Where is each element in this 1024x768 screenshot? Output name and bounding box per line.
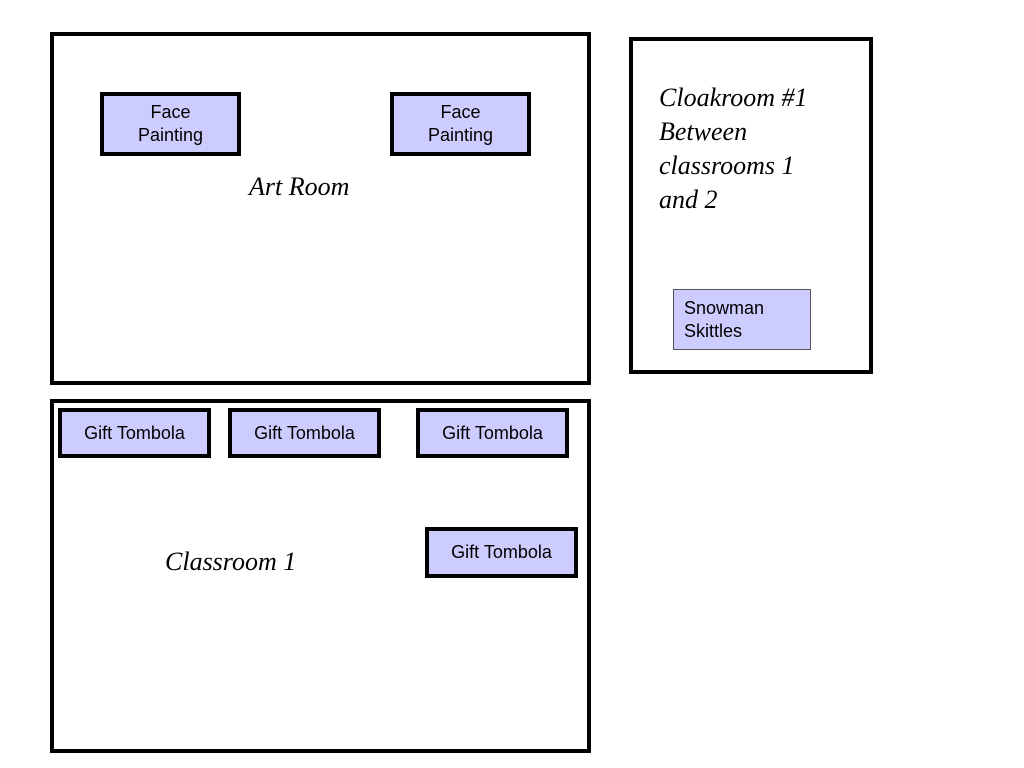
art-room-label: Art Room bbox=[249, 172, 350, 201]
gift-tombola-station-2: Gift Tombola bbox=[228, 408, 381, 458]
classroom-1-label: Classroom 1 bbox=[165, 547, 297, 576]
face-painting-station-1: Face Painting bbox=[100, 92, 241, 156]
art-room bbox=[50, 32, 591, 385]
face-painting-station-2: Face Painting bbox=[390, 92, 531, 156]
cloakroom-label: Cloakroom #1 Between classrooms 1 and 2 bbox=[659, 83, 808, 214]
gift-tombola-station-3: Gift Tombola bbox=[416, 408, 569, 458]
gift-tombola-station-1: Gift Tombola bbox=[58, 408, 211, 458]
gift-tombola-station-4: Gift Tombola bbox=[425, 527, 578, 578]
snowman-skittles-station: Snowman Skittles bbox=[673, 289, 811, 350]
